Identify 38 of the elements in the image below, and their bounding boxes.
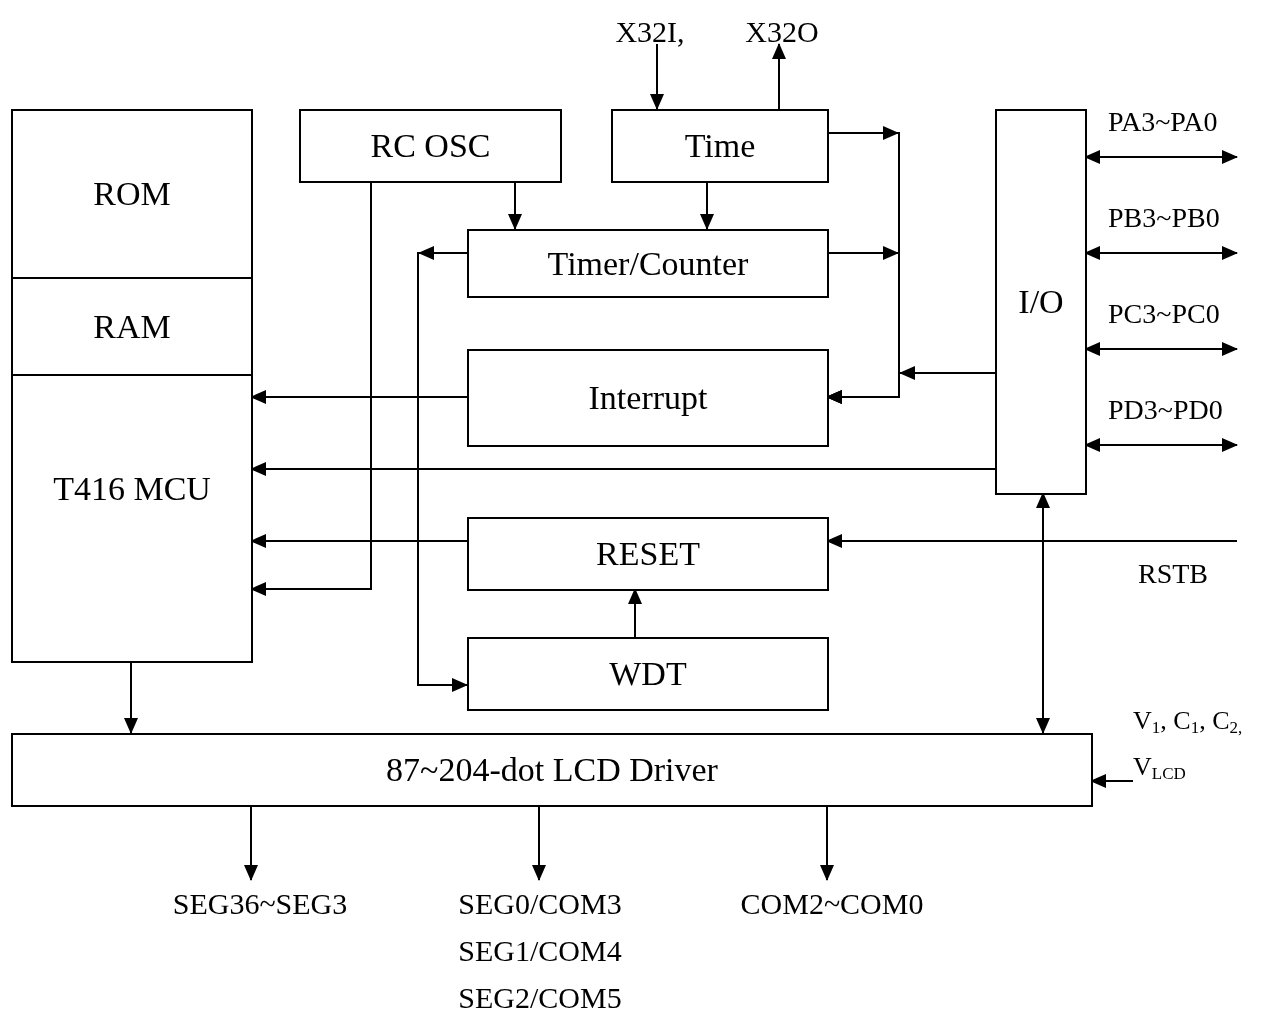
block-label: RESET <box>596 534 700 574</box>
arrow <box>417 246 468 692</box>
pin-label: SEG0/COM3 <box>458 886 622 922</box>
block-label: RC OSC <box>370 126 491 166</box>
edge-label: PA3~PA0 <box>1108 105 1218 139</box>
edge-label: RSTB <box>1138 557 1209 591</box>
pin-label: X32I, <box>615 14 685 50</box>
block-box <box>11 277 253 376</box>
block-box <box>11 109 253 279</box>
block-label: Interrupt <box>588 378 708 418</box>
block-label: WDT <box>609 654 687 694</box>
block-box <box>467 637 829 711</box>
block-label: Timer/Counter <box>547 243 749 284</box>
block-box <box>467 349 829 447</box>
block-box <box>611 109 829 183</box>
pin-label: SEG1/COM4 <box>458 933 622 969</box>
edge-label: PD3~PD0 <box>1108 393 1223 427</box>
block-label: Time <box>684 126 756 166</box>
pin-label: COM2~COM0 <box>740 886 924 922</box>
block-label: T416 MCU <box>53 468 211 509</box>
arrow <box>650 43 664 110</box>
pin-label: X32O <box>745 14 819 50</box>
arrow <box>772 43 786 110</box>
pin-label: SEG36~SEG3 <box>172 886 348 922</box>
block-label: ROM <box>93 174 171 214</box>
block-box <box>11 733 1093 807</box>
block-box <box>995 109 1087 495</box>
block-box <box>11 374 253 663</box>
edge-label: PC3~PC0 <box>1108 297 1220 331</box>
block-box <box>467 229 829 298</box>
pin-label: V$_{1}$, C$_{1}$, C$_{2,}$ V$_{LCD}$ <box>1133 705 1243 786</box>
pin-label: SEG2/COM5 <box>458 980 622 1016</box>
block-label: 87~204-dot LCD Driver <box>386 750 718 790</box>
block-box <box>467 517 829 591</box>
edge-label: PB3~PB0 <box>1108 201 1220 235</box>
block-label: I/O <box>1018 282 1064 322</box>
block-box <box>299 109 562 183</box>
block-label: RAM <box>93 306 171 347</box>
